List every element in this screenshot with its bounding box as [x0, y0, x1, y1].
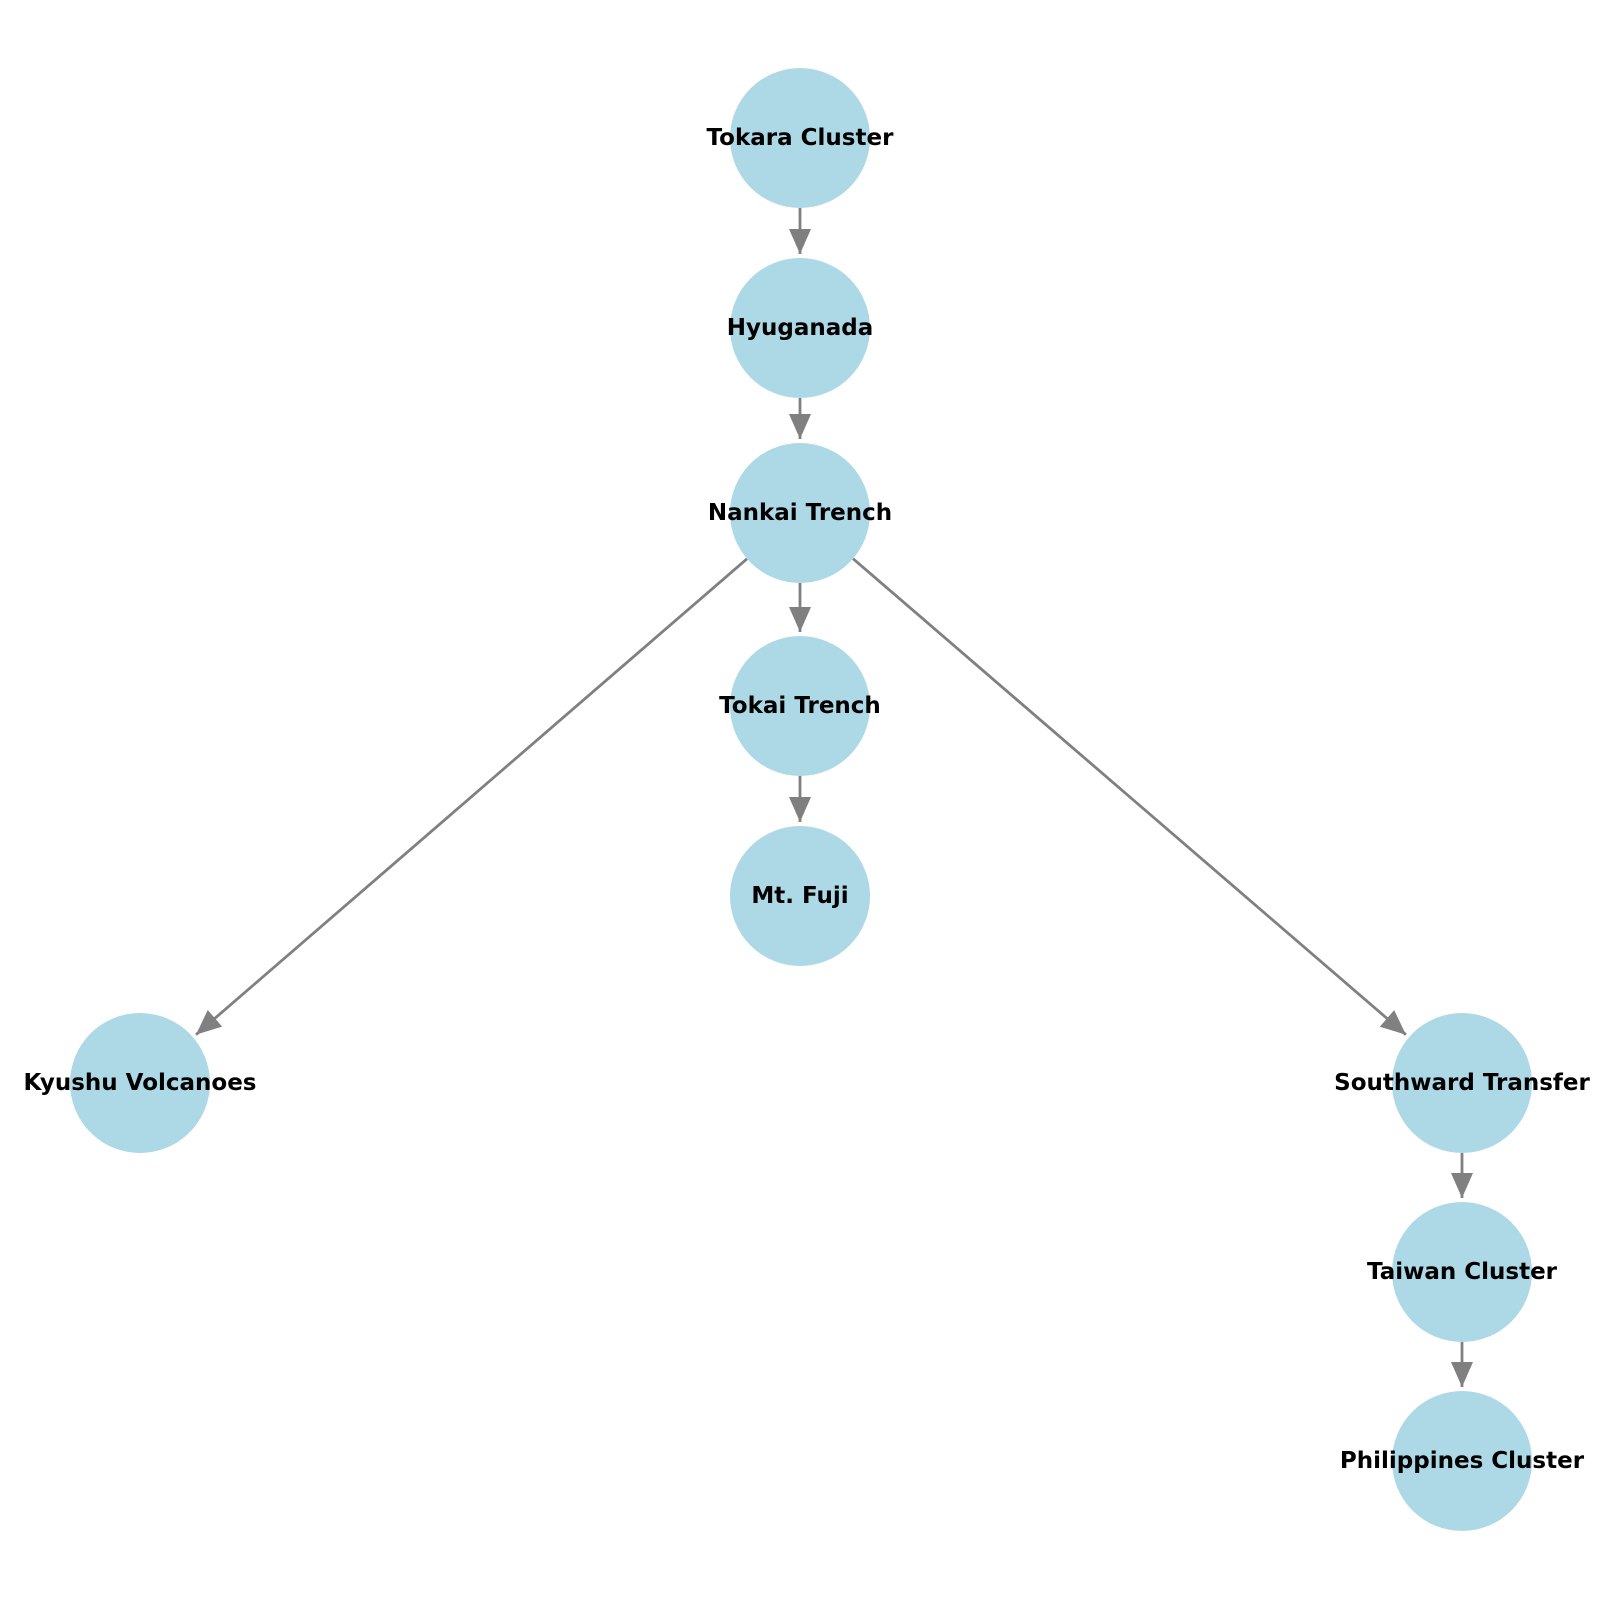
edges-layer: [195, 208, 1473, 1387]
node-circle-southward: [1392, 1013, 1532, 1153]
edge-nankai-to-kyushu: [195, 557, 748, 1036]
edge-nankai-to-southward: [852, 557, 1407, 1036]
node-taiwan: Taiwan Cluster: [1367, 1202, 1558, 1342]
node-circle-tokai: [730, 636, 870, 776]
node-kyushu: Kyushu Volcanoes: [23, 1013, 257, 1153]
node-circle-nankai: [730, 443, 870, 583]
node-southward: Southward Transfer: [1334, 1013, 1591, 1153]
node-circle-kyushu: [70, 1013, 210, 1153]
node-circle-philippines: [1392, 1391, 1532, 1531]
node-circle-hyuganada: [730, 258, 870, 398]
node-fuji: Mt. Fuji: [730, 826, 870, 966]
node-tokara: Tokara Cluster: [707, 68, 894, 208]
node-circle-taiwan: [1392, 1202, 1532, 1342]
node-tokai: Tokai Trench: [719, 636, 881, 776]
node-philippines: Philippines Cluster: [1340, 1391, 1585, 1531]
node-circle-fuji: [730, 826, 870, 966]
node-hyuganada: Hyuganada: [727, 258, 873, 398]
node-circle-tokara: [730, 68, 870, 208]
node-nankai: Nankai Trench: [708, 443, 892, 583]
